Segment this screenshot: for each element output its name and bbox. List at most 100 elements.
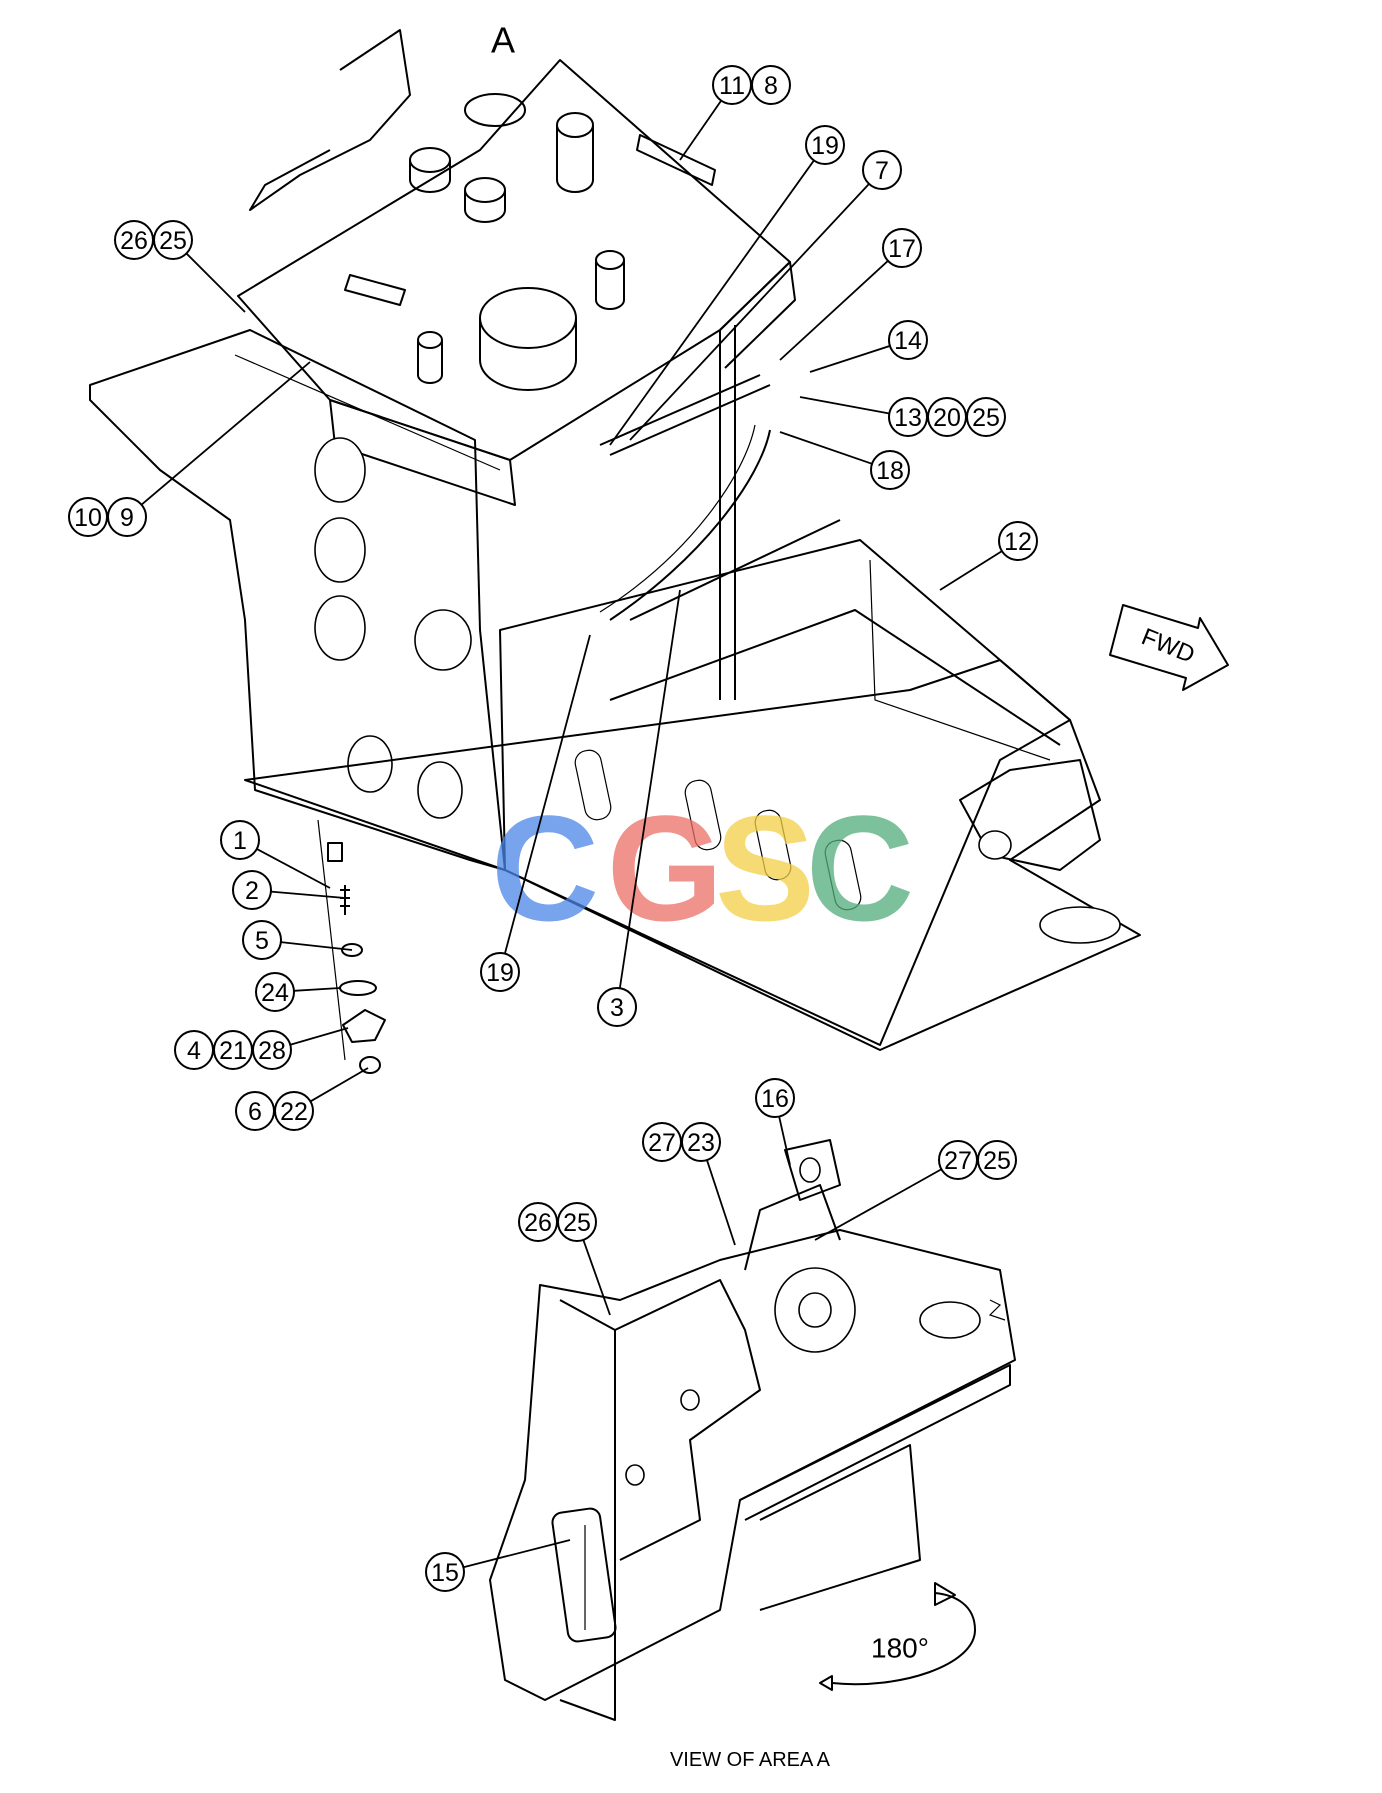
leader-line (290, 1027, 349, 1046)
callout-group: 6 22 (235, 1067, 369, 1131)
callout-circle (597, 987, 637, 1027)
callout-circle (425, 1552, 465, 1592)
callout-number: 7 (875, 157, 889, 185)
leader-line (939, 550, 1003, 591)
leader-line (778, 1116, 791, 1166)
leader-line (706, 1159, 736, 1246)
callout-group: 16 (755, 1078, 795, 1166)
main-frame-drawing (89, 29, 1141, 1074)
leader-line (140, 361, 311, 506)
callout-group: 12 (939, 521, 1038, 591)
callout-group: 19 (480, 634, 591, 992)
callout-number: 9 (120, 504, 134, 532)
callout-group: 19 (609, 125, 845, 446)
callout-group: 5 (242, 920, 353, 960)
callout-circle (870, 450, 910, 490)
callout-number: 19 (486, 959, 514, 987)
callout-circle (888, 320, 928, 360)
callout-circle (805, 125, 845, 165)
rotate-180-icon: 180° (819, 1582, 976, 1691)
watermark-letter-1: C (491, 784, 599, 952)
callout-number: 6 (248, 1098, 262, 1126)
callout-group: 26 25 (518, 1202, 611, 1316)
callout-group: 14 (809, 320, 928, 373)
callout-group: 18 (779, 431, 910, 490)
callout-number: 25 (972, 404, 1000, 432)
leader-line (463, 1539, 571, 1569)
leader-line (582, 1239, 611, 1316)
view-caption: VIEW OF AREA A (670, 1749, 831, 1771)
callout-group: 15 (425, 1539, 571, 1592)
leader-line (270, 890, 346, 899)
leader-line (185, 252, 246, 313)
callout-circle (107, 497, 147, 537)
callout-number: 24 (261, 979, 289, 1007)
leader-line (679, 100, 722, 161)
callout-number: 16 (761, 1085, 789, 1113)
fwd-arrow-icon: FWD (1109, 604, 1229, 691)
callout-group: 1 (220, 820, 331, 889)
leader-line (504, 634, 591, 954)
callout-group: 17 (779, 228, 922, 361)
callout-number: 26 (524, 1209, 552, 1237)
area-label: A (491, 20, 515, 61)
callout-group: 7 (629, 150, 902, 441)
leader-line (609, 159, 815, 446)
callout-number: 27 (648, 1129, 676, 1157)
callout-number: 14 (894, 327, 922, 355)
fwd-label: FWD (1138, 623, 1199, 669)
callout-number: 28 (258, 1037, 286, 1065)
callout-number: 19 (811, 132, 839, 160)
callout-number: 11 (719, 72, 745, 100)
callout-circle (252, 1030, 292, 1070)
callout-circle (755, 1078, 795, 1118)
callout-number: 4 (187, 1037, 201, 1065)
leader-line (779, 431, 873, 465)
callout-circle (232, 870, 272, 910)
callout-number: 25 (563, 1209, 591, 1237)
callout-number: 22 (280, 1098, 308, 1126)
callout-number: 25 (159, 227, 187, 255)
callout-number: 8 (764, 72, 778, 100)
watermark: C G S C (491, 784, 914, 952)
callout-number: 18 (876, 457, 904, 485)
callout-number: 2 (245, 877, 259, 905)
callout-number: 13 (894, 404, 922, 432)
callout-circle (242, 920, 282, 960)
callout-number: 20 (933, 404, 961, 432)
callout-number: 5 (255, 927, 269, 955)
leader-line (618, 589, 681, 989)
watermark-letter-3: S (715, 784, 815, 952)
callout-circle (557, 1202, 597, 1242)
callout-circle (274, 1091, 314, 1131)
leader-line (809, 345, 891, 373)
watermark-letter-2: G (607, 784, 724, 952)
callout-circle (862, 150, 902, 190)
callout-number: 26 (120, 227, 148, 255)
callout-group: 4 21 28 (174, 1027, 349, 1070)
callout-circle (998, 521, 1038, 561)
callout-group: 2 (232, 870, 346, 910)
callout-number: 21 (219, 1037, 247, 1065)
callout-circle (220, 820, 260, 860)
callout-number: 15 (431, 1559, 459, 1587)
area-a-drawing (489, 1139, 1016, 1721)
leader-line (779, 260, 889, 361)
callout-number: 3 (610, 994, 624, 1022)
leader-line (280, 941, 353, 951)
callout-number: 23 (687, 1129, 715, 1157)
callout-number: 17 (888, 235, 916, 263)
callout-circle (255, 972, 295, 1012)
callout-circle (966, 397, 1006, 437)
callout-circle (153, 220, 193, 260)
callout-circle (882, 228, 922, 268)
callout-group: 24 (255, 972, 341, 1012)
leader-line (814, 1168, 942, 1241)
rotation-label: 180° (871, 1633, 929, 1664)
callout-circle (681, 1122, 721, 1162)
callout-number: 10 (74, 504, 102, 532)
callout-number: 25 (983, 1147, 1011, 1175)
callout-circle (751, 65, 791, 105)
